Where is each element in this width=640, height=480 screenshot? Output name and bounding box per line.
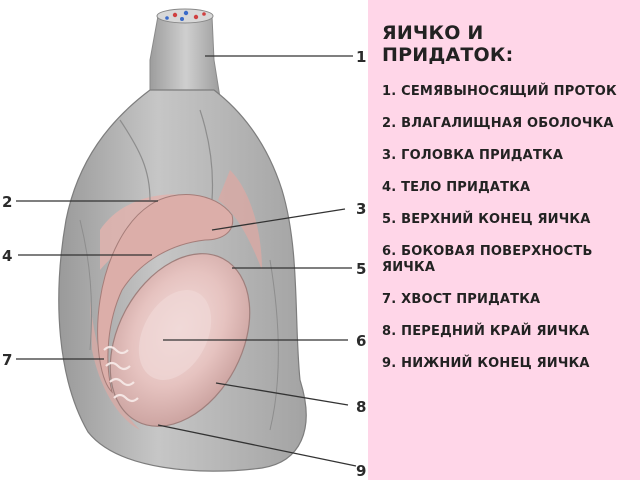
- legend-title: ЯИЧКО И ПРИДАТОК:: [382, 22, 514, 66]
- legend-list: 1. СЕМЯВЫНОСЯЩИЙ ПРОТОК 2. ВЛАГАЛИЩНАЯ О…: [382, 84, 632, 372]
- cord-cross-section: [156, 8, 214, 24]
- epididymis: [97, 194, 234, 394]
- vessel-dot: [202, 12, 206, 16]
- legend-item-7: 7. ХВОСТ ПРИДАТКА: [382, 292, 541, 307]
- legend-item-2: 2. ВЛАГАЛИЩНАЯ ОБОЛОЧКА: [382, 116, 614, 131]
- epididymis-tail: [103, 345, 139, 403]
- vessel-dot: [183, 10, 189, 16]
- vessel-dot: [165, 16, 169, 20]
- fold-line: [79, 219, 93, 351]
- callout-3: 3: [356, 200, 366, 218]
- testis-highlight: [138, 290, 212, 380]
- serous-fold: [218, 170, 262, 270]
- serous-fold: [90, 300, 140, 430]
- legend-item-1: 1. СЕМЯВЫНОСЯЩИЙ ПРОТОК: [382, 84, 617, 99]
- vessel-dot: [193, 14, 199, 20]
- legend-item-5: 5. ВЕРХНИЙ КОНЕЦ ЯИЧКА: [382, 212, 591, 227]
- legend-panel: ЯИЧКО И ПРИДАТОК: 1. СЕМЯВЫНОСЯЩИЙ ПРОТО…: [368, 0, 640, 480]
- vessel-dot: [180, 17, 184, 21]
- legend-item-9: 9. НИЖНИЙ КОНЕЦ ЯИЧКА: [382, 356, 590, 371]
- fold-line: [119, 119, 151, 201]
- fold-line: [269, 259, 279, 431]
- callout-8: 8: [356, 398, 366, 416]
- callout-2: 2: [2, 193, 12, 211]
- callout-1: 1: [356, 48, 366, 66]
- legend-item-8: 8. ПЕРЕДНИЙ КРАЙ ЯИЧКА: [382, 324, 590, 339]
- callout-5: 5: [356, 260, 366, 278]
- anatomy-illustration: 1 2 3 4 5 6 7 8 9: [2, 8, 367, 480]
- callout-4: 4: [2, 247, 12, 265]
- callout-6: 6: [356, 332, 366, 350]
- fold-line: [199, 109, 214, 201]
- legend-item-3: 3. ГОЛОВКА ПРИДАТКА: [382, 148, 564, 163]
- legend-item-4: 4. ТЕЛО ПРИДАТКА: [382, 180, 531, 195]
- leader-lines: [16, 55, 357, 467]
- vessel-dot: [172, 12, 178, 18]
- callout-7: 7: [2, 351, 12, 369]
- legend-item-6: 6. БОКОВАЯ ПОВЕРХНОСТЬ ЯИЧКА: [382, 244, 593, 275]
- callout-9: 9: [356, 462, 366, 480]
- testis-epididymis-drawing: 1 2 3 4 5 6 7 8 9: [2, 8, 366, 480]
